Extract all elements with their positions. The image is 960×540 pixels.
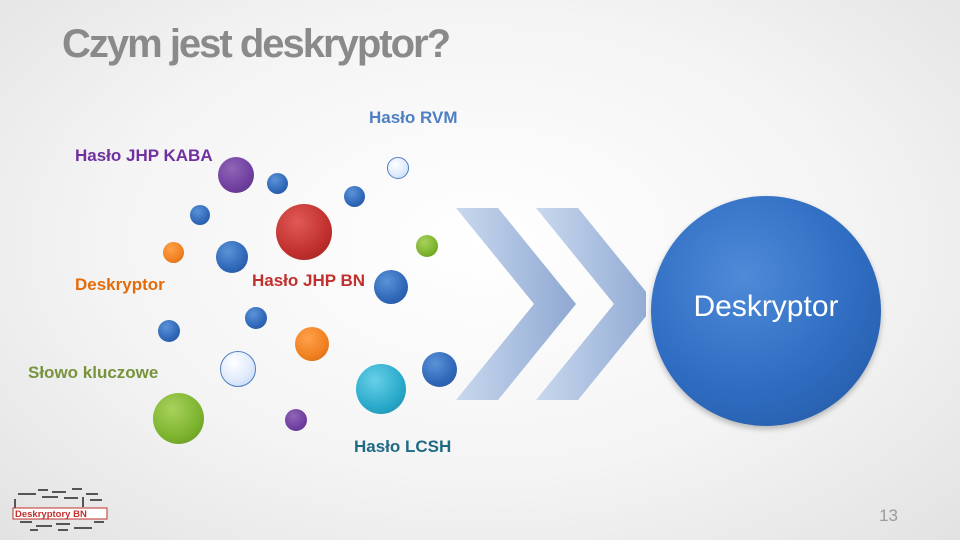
bubble-blue [190,205,210,225]
bubble-orange [163,242,184,263]
page-number: 13 [879,506,898,525]
bubble-pale [387,157,409,179]
bubble-teal [356,364,406,414]
label-deskryptor: Deskryptor [75,275,165,294]
bubble-orange [295,327,329,361]
bubble-blue [422,352,457,387]
deskryptor-circle-label: Deskryptor [693,290,839,323]
bubble-purple [218,157,254,193]
label-rvm: Hasło RVM [369,108,458,127]
label-lcsh: Hasło LCSH [354,437,452,456]
label-jhp-bn: Hasło JHP BN [252,271,366,290]
label-jhp-kaba: Hasło JHP KABA [75,146,213,165]
bubble-purple [285,409,307,431]
bubble-green [153,393,204,444]
bubble-blue [267,173,288,194]
bubble-blue [216,241,248,273]
bubble-blue [245,307,267,329]
bubble-pale [220,351,256,387]
bubble-blue [374,270,408,304]
logo-text: Deskryptory BN [15,509,87,520]
slide-title: Czym jest deskryptor? [62,22,451,66]
bubble-green [416,235,438,257]
chevron-arrows-icon [456,208,646,400]
deskryptory-bn-logo: Deskryptory BN [12,488,108,531]
label-slowo-kluczowe: Słowo kluczowe [28,363,159,382]
bubble-blue [158,320,180,342]
bubble-blue [344,186,365,207]
bubble-red [276,204,332,260]
deskryptor-circle [651,196,881,426]
